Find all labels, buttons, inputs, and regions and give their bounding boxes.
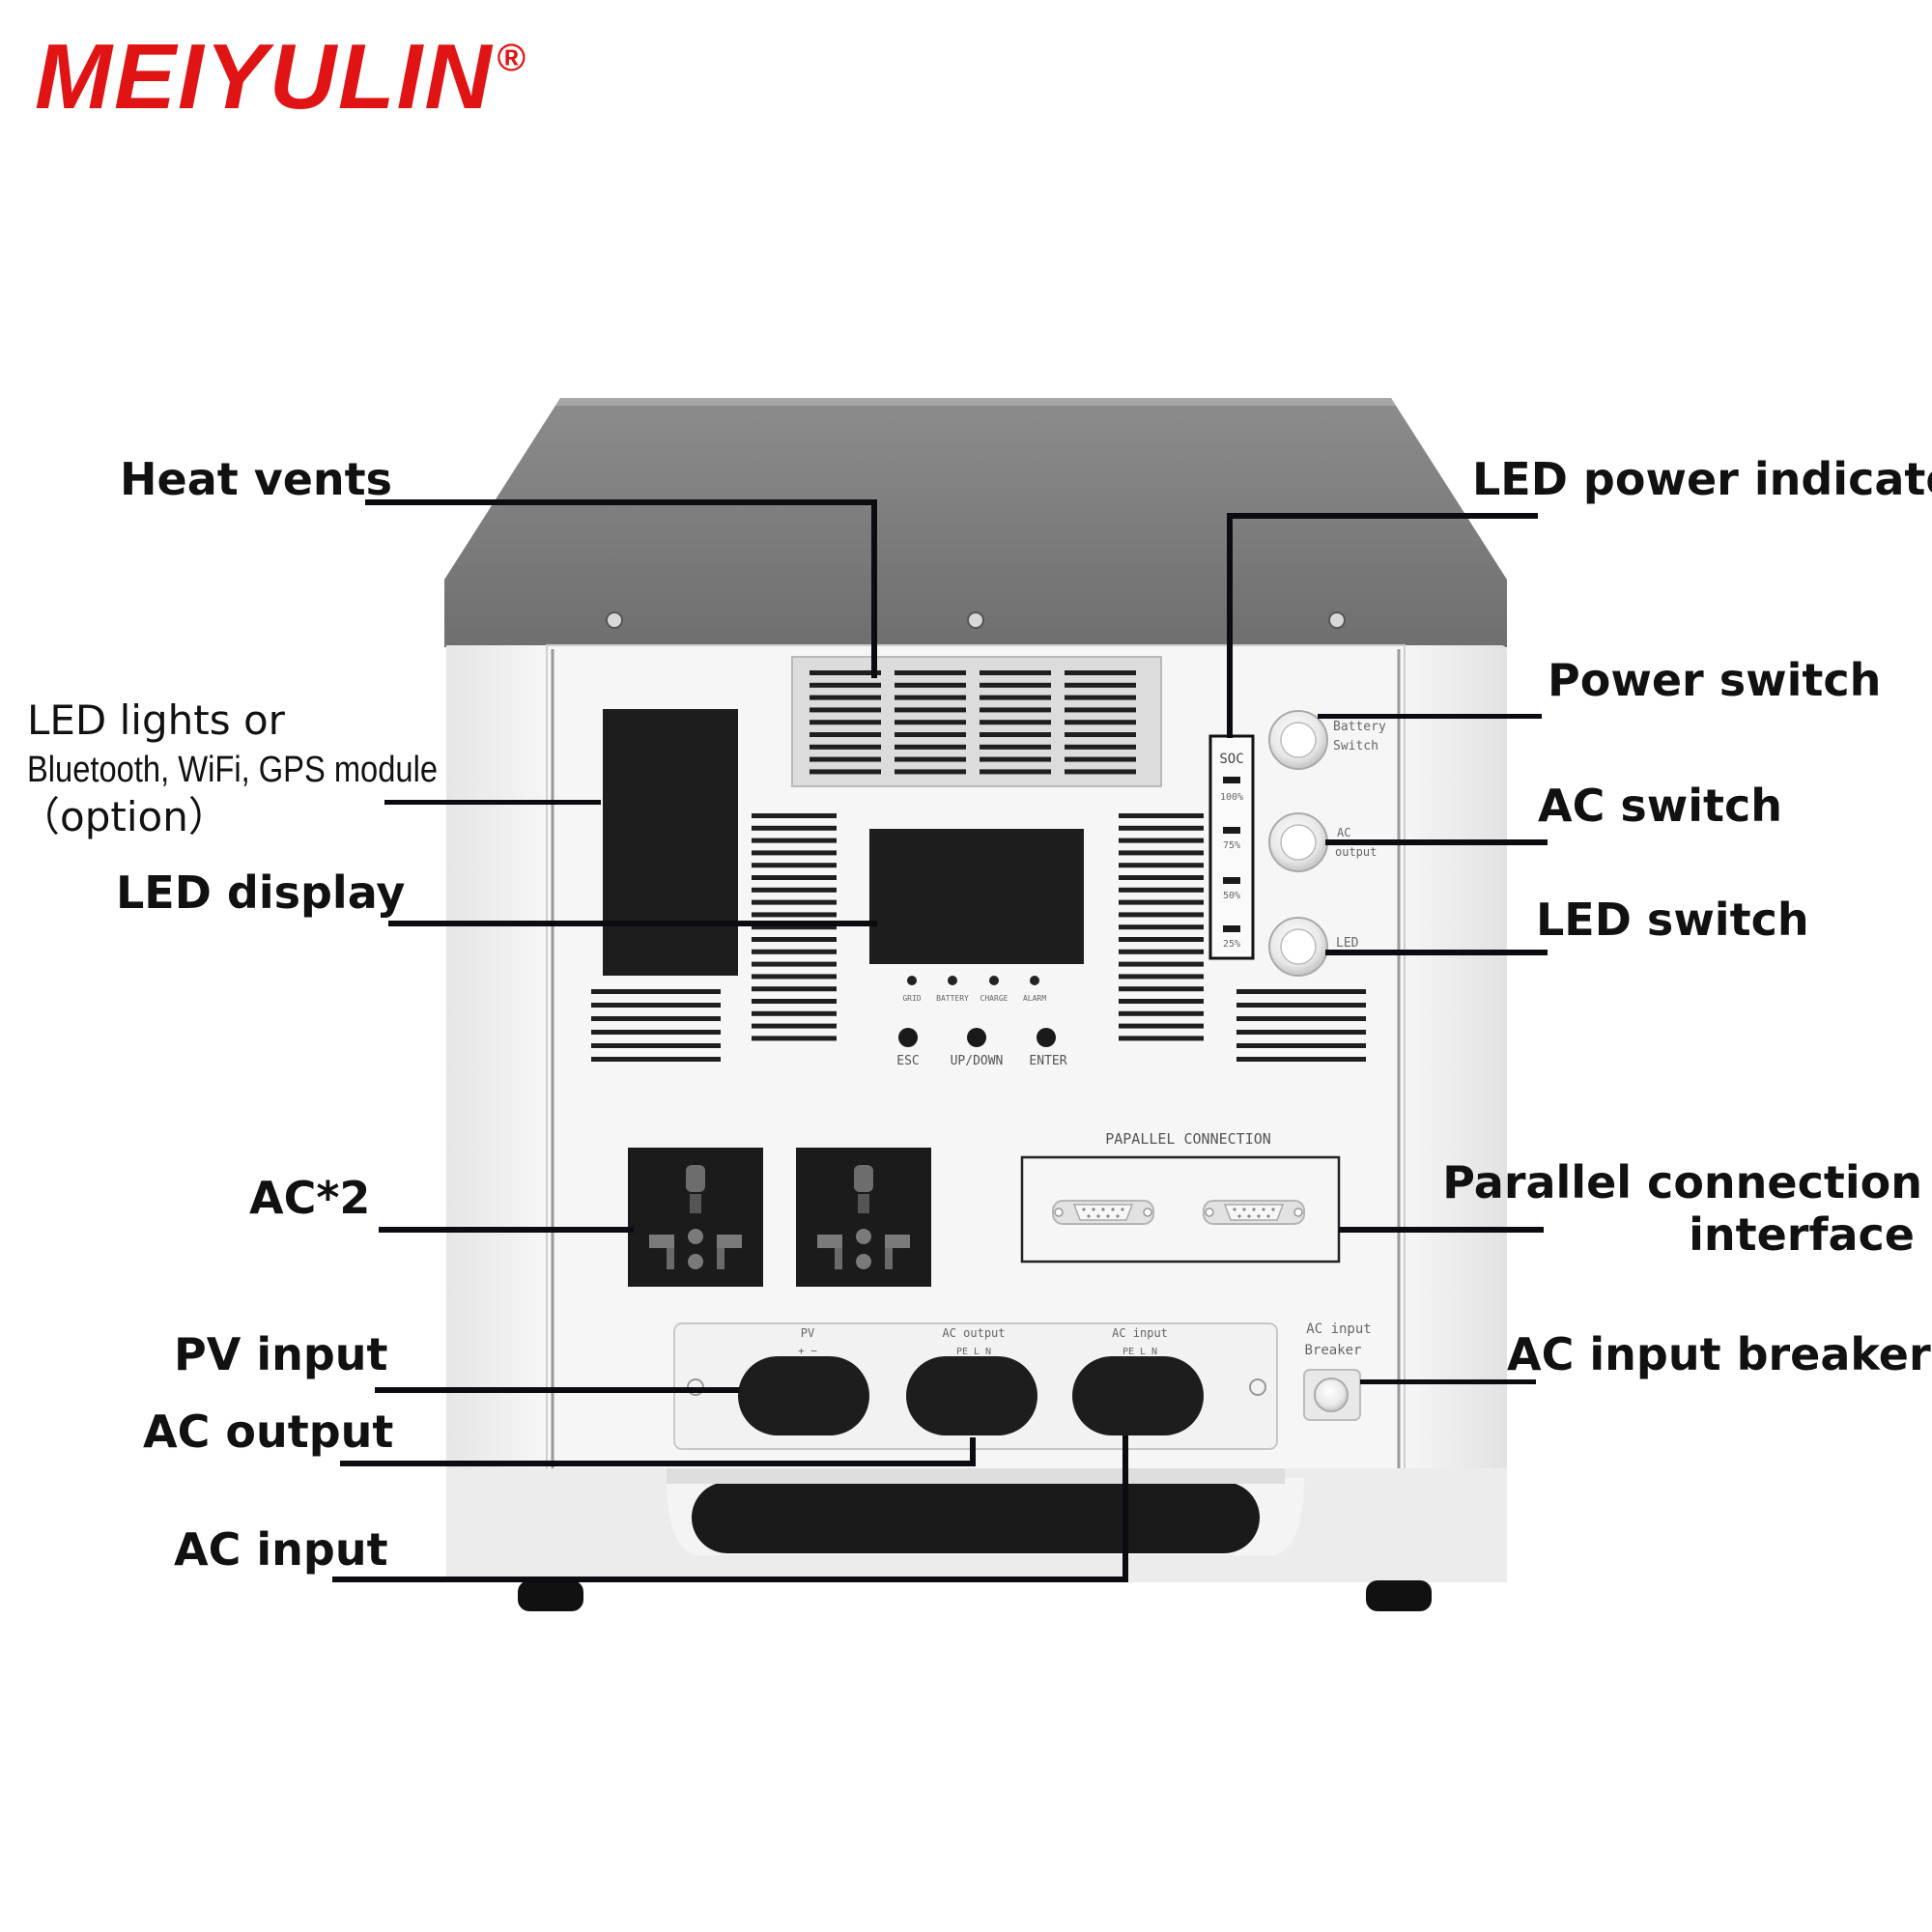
right-side-panel [1399,645,1507,1582]
svg-text:Battery: Battery [1333,720,1386,734]
parallel-port [1052,1200,1154,1225]
label-parallel-line1: Parallel connection [1442,1156,1922,1208]
svg-text:output: output [1335,845,1377,859]
svg-text:AC input: AC input [1112,1326,1168,1340]
soc-label: SOC [1219,752,1243,767]
leader-pv-input [375,1387,740,1393]
leader-ac-input-rise [1122,1435,1128,1582]
label-led-switch: LED switch [1536,894,1809,946]
svg-text:AC input: AC input [1306,1321,1371,1337]
leader-parallel [1339,1227,1544,1233]
led-display-screen [869,829,1084,964]
pv-input-port [738,1356,869,1435]
esc-button [898,1028,918,1047]
foot-left [518,1580,583,1611]
label-led-lights-line2: Bluetooth, WiFi, GPS module [27,750,439,790]
updown-button-label: UP/DOWN [951,1054,1004,1068]
brand-name: MEIYULIN [35,25,494,128]
label-pv-input: PV input [174,1328,388,1380]
leader-led-lights [384,800,601,805]
indicator-grid-label: GRID [902,994,921,1003]
label-parallel-line2: interface [1689,1208,1915,1261]
label-ac-switch: AC switch [1538,780,1783,832]
leader-led-power-indicator-drop [1227,513,1233,738]
enter-button-label: ENTER [1029,1054,1066,1068]
parallel-connection-title: PAPALLEL CONNECTION [1105,1130,1271,1148]
svg-text:Breaker: Breaker [1304,1343,1361,1358]
enter-button [1037,1028,1056,1047]
svg-text:LED: LED [1336,936,1359,951]
registered-mark: ® [497,37,528,79]
label-heat-vents: Heat vents [120,453,393,505]
svg-text:100%: 100% [1220,792,1243,803]
top-lid [444,398,1507,647]
ac-output-port [906,1356,1037,1435]
leader-ac-switch [1325,839,1548,845]
updown-button [967,1028,986,1047]
led-power-indicator-strip [1208,734,1255,960]
label-led-lights-line3: （option） [19,793,229,840]
screw [1328,611,1346,629]
optional-module-panel [603,709,738,976]
label-power-switch: Power switch [1548,654,1882,706]
label-led-lights-line1: LED lights or [27,696,285,744]
svg-text:AC output: AC output [942,1326,1005,1340]
parallel-port [1203,1200,1305,1225]
leader-ac-output-rise [970,1437,976,1466]
svg-text:PE L N: PE L N [956,1347,991,1357]
label-ac-x2: AC*2 [249,1172,371,1224]
leader-led-power-indicator [1227,513,1538,519]
svg-text:AC: AC [1337,826,1350,839]
leader-ac-x2 [379,1227,634,1233]
svg-text:PE L N: PE L N [1122,1347,1157,1357]
svg-text:50%: 50% [1223,891,1240,901]
leader-led-switch [1325,950,1548,955]
ac-outlet [796,1148,931,1287]
label-ac-input-breaker: AC input breaker [1507,1328,1931,1380]
svg-text:Switch: Switch [1333,739,1378,753]
carry-handle [692,1482,1260,1553]
leader-heat-vents-drop [871,499,877,678]
leader-heat-vents [365,499,877,505]
leader-ac-output [340,1461,976,1466]
indicator-battery-label: BATTERY [936,994,969,1003]
brand-logo: MEIYULIN® [35,31,527,124]
svg-text:75%: 75% [1223,840,1240,851]
screw [606,611,623,629]
leader-power-switch [1318,714,1542,719]
svg-text:+ −: + − [798,1345,817,1357]
ac-input-port [1072,1356,1204,1435]
leader-led-display [388,921,877,926]
label-ac-output: AC output [143,1406,394,1458]
leader-ac-input [332,1577,1128,1582]
ac-outlet [628,1148,763,1287]
label-led-display: LED display [116,867,406,919]
svg-text:PV: PV [801,1326,814,1340]
foot-right [1366,1580,1432,1611]
label-led-power-indicator: LED power indicator [1472,453,1932,505]
label-ac-input: AC input [174,1523,388,1576]
screw [967,611,984,629]
left-side-panel [446,645,553,1582]
svg-text:25%: 25% [1223,939,1240,950]
indicator-charge-label: CHARGE [980,994,1009,1003]
ac-input-breaker-knob [1314,1378,1349,1412]
indicator-alarm-label: ALARM [1023,994,1046,1003]
esc-button-label: ESC [896,1054,919,1068]
leader-ac-input-breaker [1360,1379,1536,1384]
